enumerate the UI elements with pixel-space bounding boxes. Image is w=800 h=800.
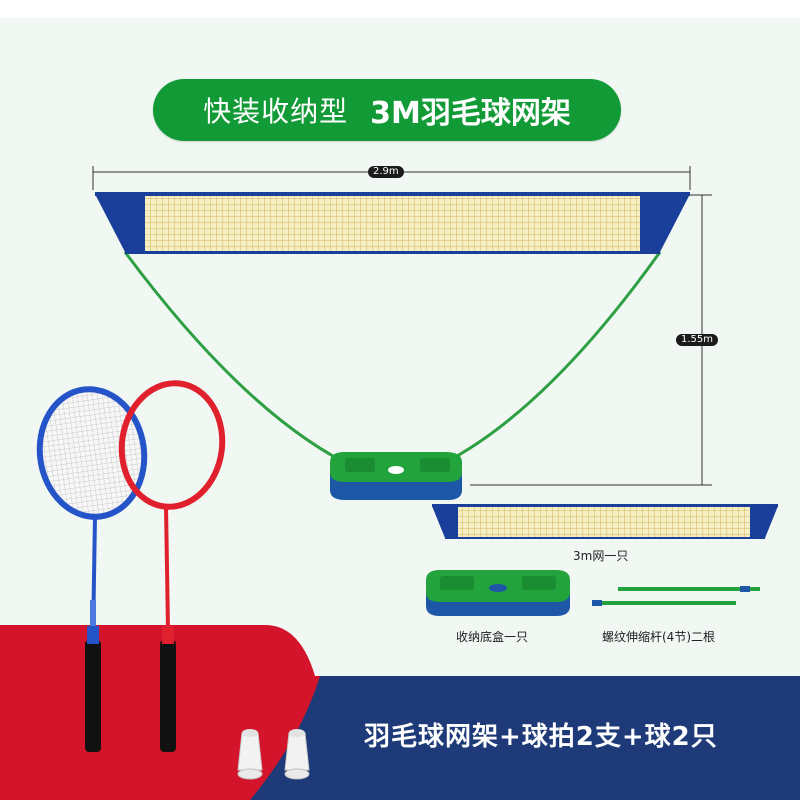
bottom-banner	[0, 625, 800, 800]
width-label: 2.9m	[368, 166, 404, 178]
main-net	[95, 192, 690, 254]
net-component	[432, 504, 778, 539]
title-part2: 3M羽毛球网架	[370, 96, 571, 131]
poles-component	[592, 586, 760, 606]
title-part1: 快装收纳型	[203, 95, 349, 128]
shuttlecock-1	[237, 729, 263, 780]
net-caption: 3m网一只	[573, 549, 629, 563]
base-component	[426, 570, 570, 616]
top-strip	[0, 0, 800, 18]
left-support-pole	[123, 251, 361, 472]
red-racket	[118, 380, 226, 752]
shuttlecock-2	[284, 729, 310, 780]
poles-caption: 螺纹伸缩杆(4节)二根	[602, 630, 715, 644]
base-box	[330, 452, 462, 500]
blue-racket	[36, 386, 148, 752]
banner-text: 羽毛球网架+球拍2支+球2只	[364, 722, 718, 752]
base-caption: 收纳底盒一只	[456, 630, 529, 644]
right-support-pole	[429, 251, 662, 472]
title-pill: 快装收纳型 3M羽毛球网架	[153, 79, 621, 141]
height-label: 1.55m	[676, 334, 719, 346]
